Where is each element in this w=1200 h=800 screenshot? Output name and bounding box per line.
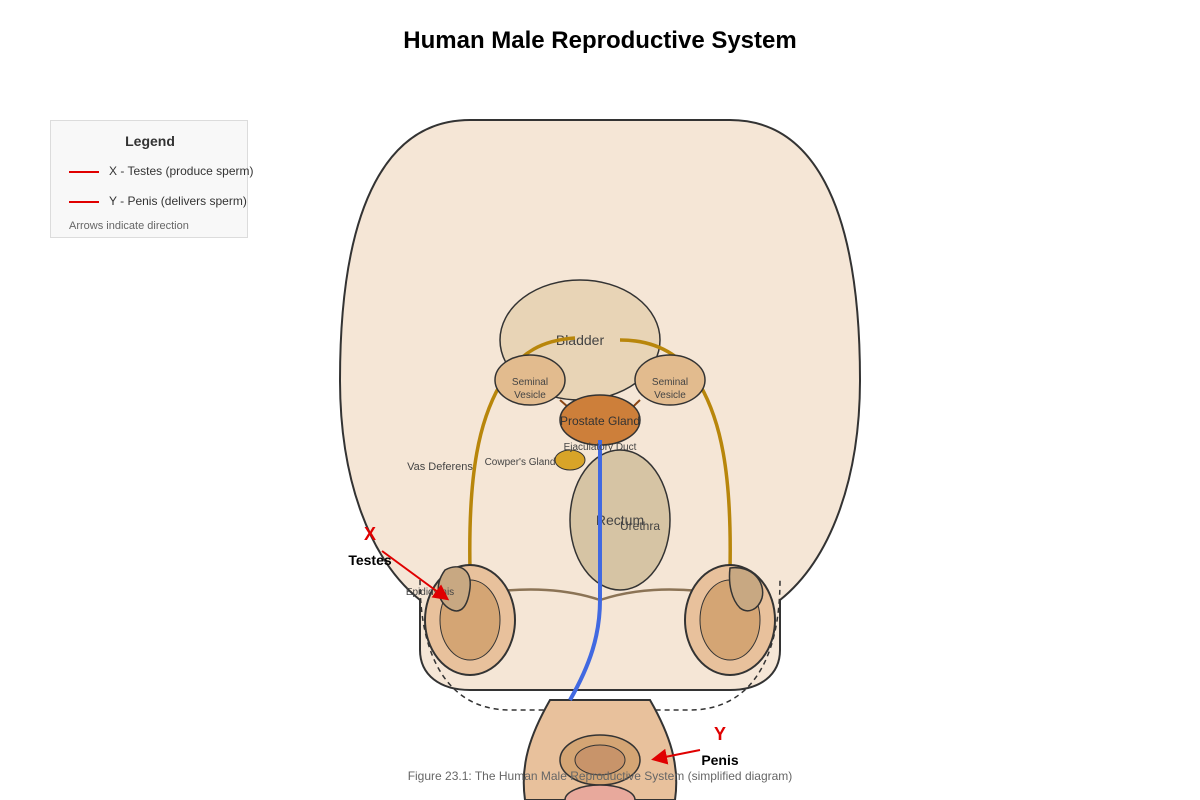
seminal-vesicle-right-label-1: Seminal <box>652 377 688 388</box>
seminal-vesicle-left-label-1: Seminal <box>512 377 548 388</box>
seminal-vesicle-right <box>634 354 706 406</box>
vas-deferens-left <box>468 336 576 571</box>
page-title: Human Male Reproductive System <box>403 27 797 54</box>
marker-x-letter: X <box>364 524 376 544</box>
penis-inner <box>574 744 626 776</box>
epididymis-label: Epididymis <box>406 587 454 598</box>
legend-item-penis: Y - Penis (delivers sperm) <box>69 194 247 208</box>
ejaculatory-duct-label: Ejaculatory Duct <box>564 442 637 453</box>
epididymis-right <box>728 567 764 612</box>
marker-x-label: Testes <box>348 552 392 568</box>
legend-item-testes: X - Testes (produce sperm) <box>69 164 254 178</box>
marker-y-arrow <box>651 748 701 765</box>
urethra <box>568 440 602 701</box>
legend-item-label: X - Testes (produce sperm) <box>109 164 254 178</box>
urethra-label: Urethra <box>620 519 660 533</box>
cowpers-gland <box>554 449 586 471</box>
vas-deferens-label: Vas Deferens <box>407 461 473 473</box>
bladder-label: Bladder <box>556 332 605 348</box>
legend-item-label: Y - Penis (delivers sperm) <box>109 194 247 208</box>
glans <box>564 784 636 800</box>
legend: Legend X - Testes (produce sperm) Y - Pe… <box>50 120 254 238</box>
legend-title: Legend <box>125 133 175 149</box>
legend-note: Arrows indicate direction <box>69 220 189 232</box>
legend-line-icon <box>69 200 99 203</box>
rectum <box>569 449 671 591</box>
marker-x-arrow <box>381 550 450 601</box>
figure-caption: Figure 23.1: The Human Male Reproductive… <box>407 769 793 783</box>
seminal-vesicle-left-label-2: Vesicle <box>514 390 546 401</box>
seminal-vesicle-left <box>494 354 566 406</box>
cowpers-gland-label: Cowper's Gland <box>485 457 556 468</box>
rectum-label: Rectum <box>596 512 644 528</box>
scrotum-outline <box>419 579 781 711</box>
legend-line-icon <box>69 170 99 173</box>
marker-y-letter: Y <box>714 724 726 744</box>
marker-y-label: Penis <box>701 752 739 768</box>
prostate-gland-label: Prostate Gland <box>560 414 640 428</box>
seminal-vesicle-right-label-2: Vesicle <box>654 390 686 401</box>
